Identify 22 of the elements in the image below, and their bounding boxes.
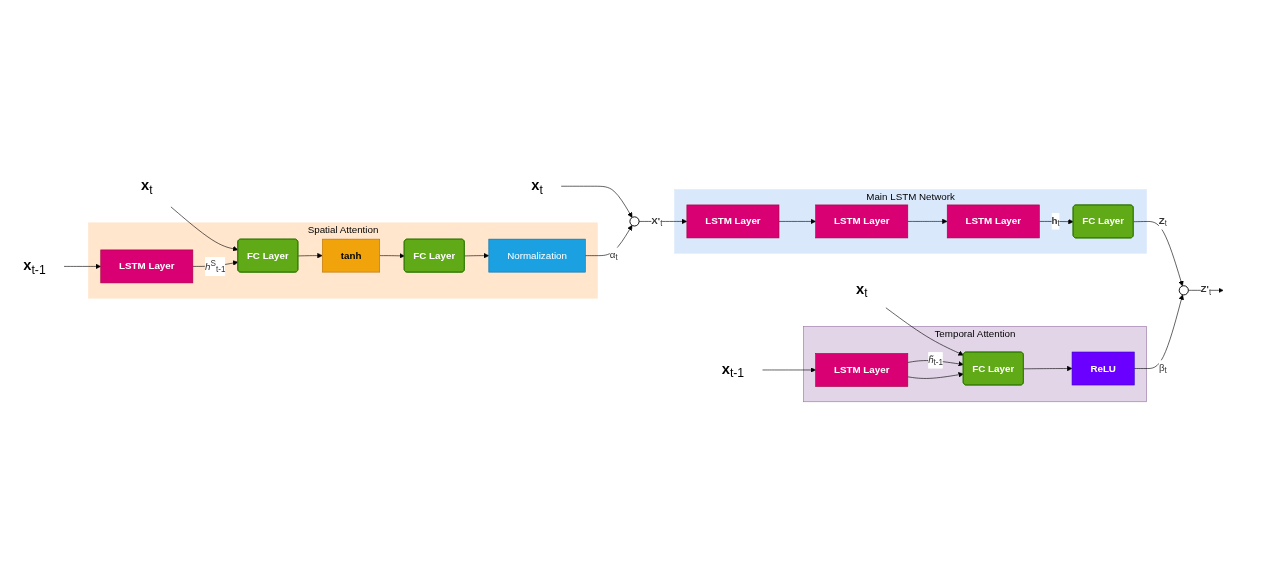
- node-box: LSTM Layer: [686, 204, 780, 239]
- edge-label: X'$_{t}$: [651, 215, 663, 229]
- edge-label: α$_{t}$: [609, 249, 618, 263]
- node-box: Normalization: [488, 239, 586, 273]
- edge-label: h$_{t}$: [1051, 215, 1060, 229]
- node-box: LSTM Layer: [946, 204, 1040, 239]
- node-text: x$_{t}$: [531, 176, 543, 197]
- edge-label: Z'$_{t}$: [1200, 284, 1212, 297]
- node-text: x$_{t-1}$: [23, 256, 46, 277]
- edge-label: h̃$_{t-1}$: [928, 354, 944, 368]
- node-box: LSTM Layer: [100, 249, 194, 284]
- node-box: tanh: [322, 239, 380, 273]
- node-circle: [1178, 285, 1189, 296]
- node-box: LSTM Layer: [815, 353, 909, 387]
- edge-label: β$_{t}$: [1158, 362, 1167, 376]
- edge-label: Z$_{t}$: [1158, 215, 1167, 229]
- node-circle: [629, 216, 640, 227]
- node-text: x$_{t}$: [141, 176, 153, 197]
- node-box: LSTM Layer: [815, 204, 909, 239]
- node-text: x$_{t}$: [855, 280, 868, 300]
- node-box: ReLU: [1071, 351, 1135, 386]
- node-text: x$_{t-1}$: [721, 360, 745, 380]
